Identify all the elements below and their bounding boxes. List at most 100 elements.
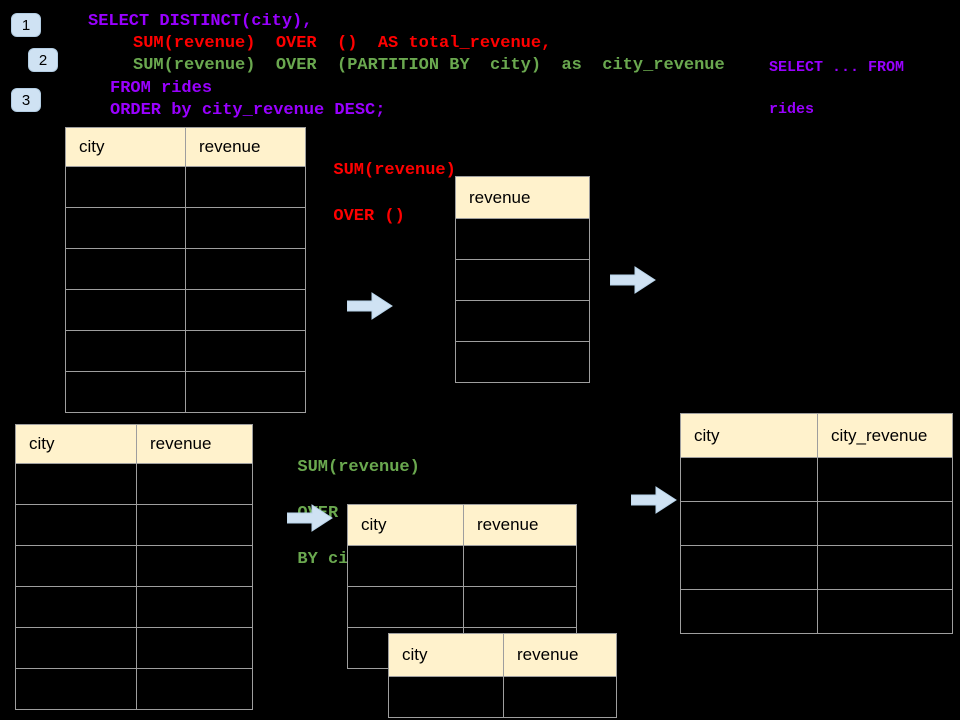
column-header-revenue: revenue	[136, 424, 253, 464]
column-header-city: city	[388, 633, 504, 677]
table-cell	[65, 166, 186, 208]
column-header-revenue: revenue	[455, 176, 590, 219]
table-row	[15, 586, 253, 628]
column-header-city: city	[347, 504, 464, 546]
column-header-revenue: revenue	[185, 127, 306, 167]
table-row	[15, 627, 253, 669]
step-badge-2: 2	[28, 48, 58, 72]
table-header-row: revenue	[455, 176, 590, 219]
right-arrow-icon	[287, 504, 333, 532]
sql-line-total-revenue: SUM(revenue) OVER () AS total_revenue,	[133, 34, 552, 53]
note-sum-over-partition-line1: SUM(revenue)	[297, 458, 420, 477]
table-cell	[463, 586, 577, 628]
table-cell	[15, 586, 137, 628]
table-cell	[185, 166, 306, 208]
column-header-revenue: revenue	[503, 633, 617, 677]
note-sum-over-total-line1: SUM(revenue)	[333, 161, 456, 180]
table-cell	[136, 627, 253, 669]
table-header-row: city revenue	[388, 633, 617, 677]
table-row	[65, 207, 306, 249]
table-city-revenue-result: city city_revenue	[680, 413, 953, 634]
table-row	[388, 676, 617, 718]
table-row	[680, 457, 953, 502]
table-header-row: city revenue	[15, 424, 253, 464]
table-cell	[680, 589, 818, 634]
note-sum-over-total: SUM(revenue) OVER ()	[313, 136, 456, 228]
table-cell	[817, 589, 953, 634]
column-header-city-revenue: city_revenue	[817, 413, 953, 458]
table-cell	[185, 207, 306, 249]
table-cell	[185, 289, 306, 331]
step-badge-1: 1	[11, 13, 41, 37]
table-cell	[65, 207, 186, 249]
table-row	[347, 586, 577, 628]
column-header-city: city	[65, 127, 186, 167]
table-partition-result-b: city revenue	[388, 633, 617, 718]
table-cell	[817, 501, 953, 546]
table-cell	[15, 504, 137, 546]
table-total-revenue-result: revenue	[455, 176, 590, 383]
table-row	[680, 501, 953, 546]
table-header-row: city revenue	[347, 504, 577, 546]
table-row	[680, 545, 953, 590]
table-cell	[185, 248, 306, 290]
table-row	[455, 300, 590, 342]
table-rides-source-top: city revenue	[65, 127, 306, 413]
table-row	[65, 166, 306, 208]
table-cell	[136, 586, 253, 628]
table-cell	[347, 586, 464, 628]
column-header-revenue: revenue	[463, 504, 577, 546]
note-sum-over-total-line2: OVER ()	[333, 207, 405, 226]
table-cell	[136, 504, 253, 546]
note-select-from-rides: SELECT ... FROM rides	[751, 36, 904, 120]
table-row	[680, 589, 953, 634]
table-cell	[503, 676, 617, 718]
table-cell	[136, 668, 253, 710]
table-row	[15, 504, 253, 546]
table-cell	[817, 545, 953, 590]
table-row	[65, 248, 306, 290]
table-cell	[15, 545, 137, 587]
table-cell	[65, 248, 186, 290]
sql-line-select: SELECT DISTINCT(city),	[88, 12, 313, 31]
sql-line-from: FROM rides	[110, 79, 213, 98]
table-cell	[680, 545, 818, 590]
table-cell	[15, 463, 137, 505]
right-arrow-icon	[610, 266, 656, 294]
table-cell	[136, 463, 253, 505]
table-cell	[185, 371, 306, 413]
table-cell	[817, 457, 953, 502]
table-cell	[463, 545, 577, 587]
table-rides-source-bottom: city revenue	[15, 424, 253, 710]
sql-line-order-by: ORDER by city_revenue DESC;	[110, 101, 386, 120]
table-cell	[680, 501, 818, 546]
table-row	[15, 668, 253, 710]
table-row	[65, 371, 306, 413]
table-cell	[15, 627, 137, 669]
table-cell	[455, 341, 590, 383]
table-cell	[185, 330, 306, 372]
table-cell	[455, 259, 590, 301]
table-partition-result-a: city revenue	[347, 504, 577, 669]
table-cell	[65, 371, 186, 413]
table-header-row: city city_revenue	[680, 413, 953, 458]
table-row	[15, 545, 253, 587]
table-row	[65, 330, 306, 372]
table-row	[347, 545, 577, 587]
table-cell	[65, 330, 186, 372]
table-cell	[65, 289, 186, 331]
table-cell	[455, 300, 590, 342]
table-cell	[136, 545, 253, 587]
table-cell	[455, 218, 590, 260]
table-cell	[388, 676, 504, 718]
column-header-city: city	[15, 424, 137, 464]
table-row	[65, 289, 306, 331]
table-row	[455, 218, 590, 260]
column-header-city: city	[680, 413, 818, 458]
table-cell	[15, 668, 137, 710]
table-row	[15, 463, 253, 505]
note-select-from-rides-line1: SELECT ... FROM	[769, 59, 905, 76]
note-select-from-rides-line2: rides	[769, 101, 815, 118]
right-arrow-icon	[631, 486, 677, 514]
